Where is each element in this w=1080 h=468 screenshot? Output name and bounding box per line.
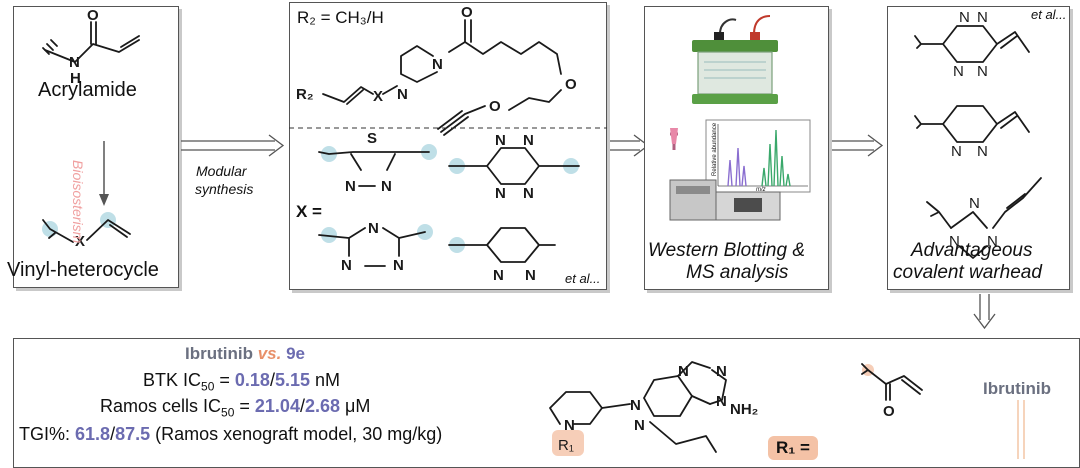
vs-label: vs.: [257, 344, 282, 363]
svg-text:O: O: [461, 4, 473, 21]
btk-ic50-row: BTK IC50 = 0.18/5.15 nM: [143, 370, 340, 394]
svg-text:N: N: [634, 417, 645, 434]
linker-structure: R₂ X N N O O O S N N N N N N N N N N N: [289, 4, 607, 284]
svg-text:N: N: [495, 185, 506, 202]
ibrutinib-side-label: Ibrutinib: [983, 379, 1051, 398]
tgi-suffix: (Ramos xenograft model, 30 mg/kg): [150, 424, 443, 444]
svg-text:N: N: [341, 257, 352, 274]
svg-text:N: N: [959, 9, 970, 26]
ramos-ibrutinib-value: 21.04: [254, 396, 300, 416]
btk-unit: nM: [310, 370, 341, 390]
synthesis-label: synthesis: [195, 181, 254, 197]
ramos-9e-value: 2.68: [304, 396, 341, 416]
btk-9e-value: 5.15: [274, 370, 310, 390]
svg-text:X: X: [373, 88, 383, 105]
svg-text:N: N: [951, 143, 962, 160]
svg-text:N: N: [630, 397, 641, 414]
warhead-panel: [887, 6, 1070, 290]
btk-ibrutinib-value: 0.18: [234, 370, 270, 390]
ms-analysis-label: MS analysis: [686, 262, 789, 283]
arrow-down-to-results: [973, 294, 996, 330]
svg-text:N: N: [69, 54, 80, 71]
ramos-eq: =: [234, 396, 255, 416]
svg-text:R₂: R₂: [296, 86, 314, 103]
svg-text:N: N: [397, 86, 408, 103]
modular-synthesis-arrow: [181, 134, 285, 157]
acryloyl-fragment: O: [861, 363, 923, 420]
tgi-9e-value: 87.5: [115, 424, 151, 444]
ramos-slash: /: [299, 396, 305, 416]
svg-text:N: N: [381, 178, 392, 195]
svg-text:N: N: [393, 257, 404, 274]
ramos-prefix: Ramos cells IC: [100, 396, 222, 416]
svg-text:O: O: [489, 98, 501, 115]
svg-text:H: H: [70, 70, 81, 87]
svg-text:N: N: [523, 132, 534, 149]
btk-prefix: BTK IC: [143, 370, 202, 390]
vinyl-heterocycle-label: Vinyl-heterocycle: [7, 259, 159, 281]
modular-label: Modular: [196, 163, 247, 179]
svg-text:N: N: [716, 393, 727, 410]
tgi-ibrutinib-value: 61.8: [75, 424, 111, 444]
svg-text:N: N: [977, 9, 988, 26]
ms-xlabel: m/z: [756, 187, 766, 193]
compound-9e-title: 9e: [286, 344, 306, 363]
results-panel: [13, 338, 1080, 468]
svg-text:N: N: [977, 143, 988, 160]
svg-text:O: O: [87, 7, 99, 24]
svg-text:NH₂: NH₂: [730, 401, 758, 418]
bioisosterism-label: Bioisosterism: [70, 160, 86, 244]
covalent-warhead-label: covalent warhead: [893, 262, 1042, 283]
svg-text:X: X: [75, 233, 85, 250]
r2-definition: R₂ = CH₃/H: [297, 8, 384, 27]
ms-ylabel: Relative abundance: [712, 122, 718, 176]
svg-text:N: N: [493, 267, 504, 284]
svg-text:N: N: [523, 185, 534, 202]
acrylamide-label: Acrylamide: [38, 79, 137, 101]
svg-text:N: N: [495, 132, 506, 149]
svg-text:N: N: [678, 363, 689, 380]
svg-text:N: N: [969, 195, 980, 212]
ibrutinib-side-lines: [1017, 400, 1025, 459]
svg-text:R₁: R₁: [558, 437, 574, 454]
r1-equals-badge: R₁ =: [768, 436, 818, 460]
svg-text:N: N: [345, 178, 356, 195]
svg-text:N: N: [953, 63, 964, 80]
tgi-row: TGI%: 61.8/87.5 (Ramos xenograft model, …: [19, 424, 442, 445]
panel4-et-al: et al...: [1031, 7, 1067, 22]
western-blotting-label: Western Blotting &: [648, 240, 806, 261]
btk-sub: 50: [201, 379, 215, 394]
acrylamide-structure: O N H X: [42, 7, 140, 250]
ramos-unit: μM: [340, 396, 371, 416]
tgi-slash: /: [110, 424, 116, 444]
svg-text:N: N: [716, 363, 727, 380]
svg-text:N: N: [432, 56, 443, 73]
btk-eq: =: [214, 370, 235, 390]
tgi-prefix: TGI%:: [19, 424, 76, 444]
ibrutinib-core-structure: N N N N N N NH₂ R₁: [549, 361, 758, 456]
svg-text:N: N: [977, 63, 988, 80]
svg-text:N: N: [525, 267, 536, 284]
x-equals-label: X =: [296, 202, 322, 221]
btk-slash: /: [269, 370, 275, 390]
comparison-title: Ibrutinib vs. 9e: [185, 344, 305, 364]
western-blot-apparatus: [692, 15, 778, 104]
ms-spectrum: [669, 119, 811, 221]
advantageous-label: Advantageous: [911, 240, 1033, 261]
acrylamide-panel: [13, 6, 179, 288]
ibrutinib-title: Ibrutinib: [185, 344, 253, 363]
ramos-ic50-row: Ramos cells IC50 = 21.04/2.68 μM: [100, 396, 370, 420]
arrow-to-warhead: [832, 134, 884, 157]
modular-synthesis-panel: [289, 2, 607, 290]
panel2-et-al: et al...: [565, 271, 601, 286]
ramos-sub: 50: [221, 405, 235, 420]
svg-text:O: O: [565, 76, 577, 93]
svg-text:N: N: [987, 233, 998, 250]
svg-text:N: N: [564, 417, 575, 434]
svg-text:O: O: [883, 403, 895, 420]
warhead-structures: N N N N N N N N N: [914, 9, 1042, 259]
svg-text:N: N: [368, 220, 379, 237]
svg-text:S: S: [367, 130, 377, 147]
svg-text:N: N: [949, 233, 960, 250]
